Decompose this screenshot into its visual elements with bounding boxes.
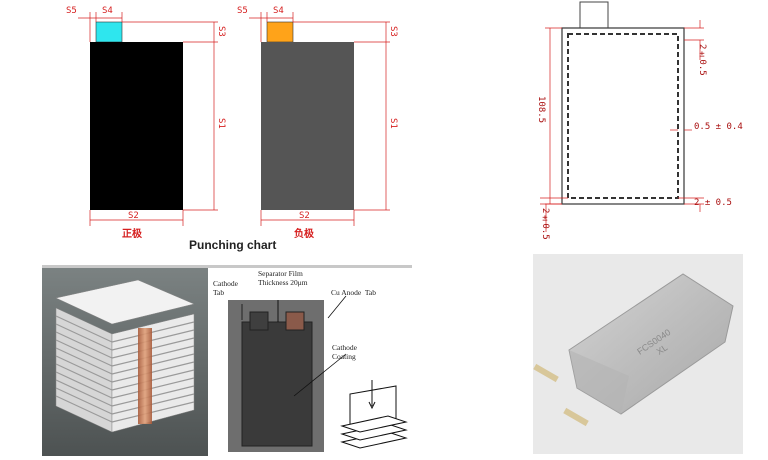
negative-body [261,42,354,210]
dim-s4-negative: S4 [273,6,284,16]
dim-s3-negative: S3 [388,26,398,37]
dim-s2-negative: S2 [299,211,310,221]
positive-body [90,42,183,210]
label-cathode-tab: Cathode Tab [213,279,238,297]
dim-s2-positive: S2 [128,211,139,221]
dim-side-tolerance: 0.5 ± 0.4 [694,122,743,132]
pouch-drawing-svg [540,1,704,232]
electrode-sheets [55,279,195,433]
copper-core [138,328,152,424]
pouch-tab-outline [579,1,609,28]
cell-schematic [228,300,324,452]
cell-tab-right [563,407,589,427]
dim-top-tolerance: 2±0.5 [697,44,707,76]
negative-electrode [249,12,390,226]
cell-tab-left [533,363,559,383]
dim-s1-negative: S1 [388,118,398,129]
positive-electrode [78,12,218,226]
section-divider [42,265,412,268]
stack-3d-render [42,268,208,456]
dim-s5-negative: S5 [237,6,248,16]
dim-bottom-right-tolerance: 2 ± 0.5 [694,198,732,208]
dim-height: 108.5 [536,96,546,124]
dim-bottom-left-tolerance: 2±0.5 [540,208,550,240]
dim-s1-positive: S1 [216,118,226,129]
punching-chart-caption: Punching chart [189,238,277,252]
anode-tab-shape [285,311,305,331]
stack-outline-icon [340,380,408,449]
dim-s4-positive: S4 [102,6,113,16]
positive-tab [95,21,123,43]
dim-s3-positive: S3 [216,26,226,37]
positive-label: 正极 [122,229,142,240]
pouch-outer-outline [561,27,685,205]
label-separator-film: Separator Film Thickness 20μm [258,269,308,287]
cell-photo-svg: FCS0040 XL [533,254,743,454]
cathode-tab-shape [249,311,269,331]
label-anode-tab: Cu Anode Tab [331,288,376,297]
pouch-inner-dashed [567,33,679,199]
negative-label: 负极 [294,229,314,240]
negative-tab [266,21,294,43]
dim-s5-positive: S5 [66,6,77,16]
punching-chart-drawing [78,12,390,226]
leader-lines [241,295,347,397]
